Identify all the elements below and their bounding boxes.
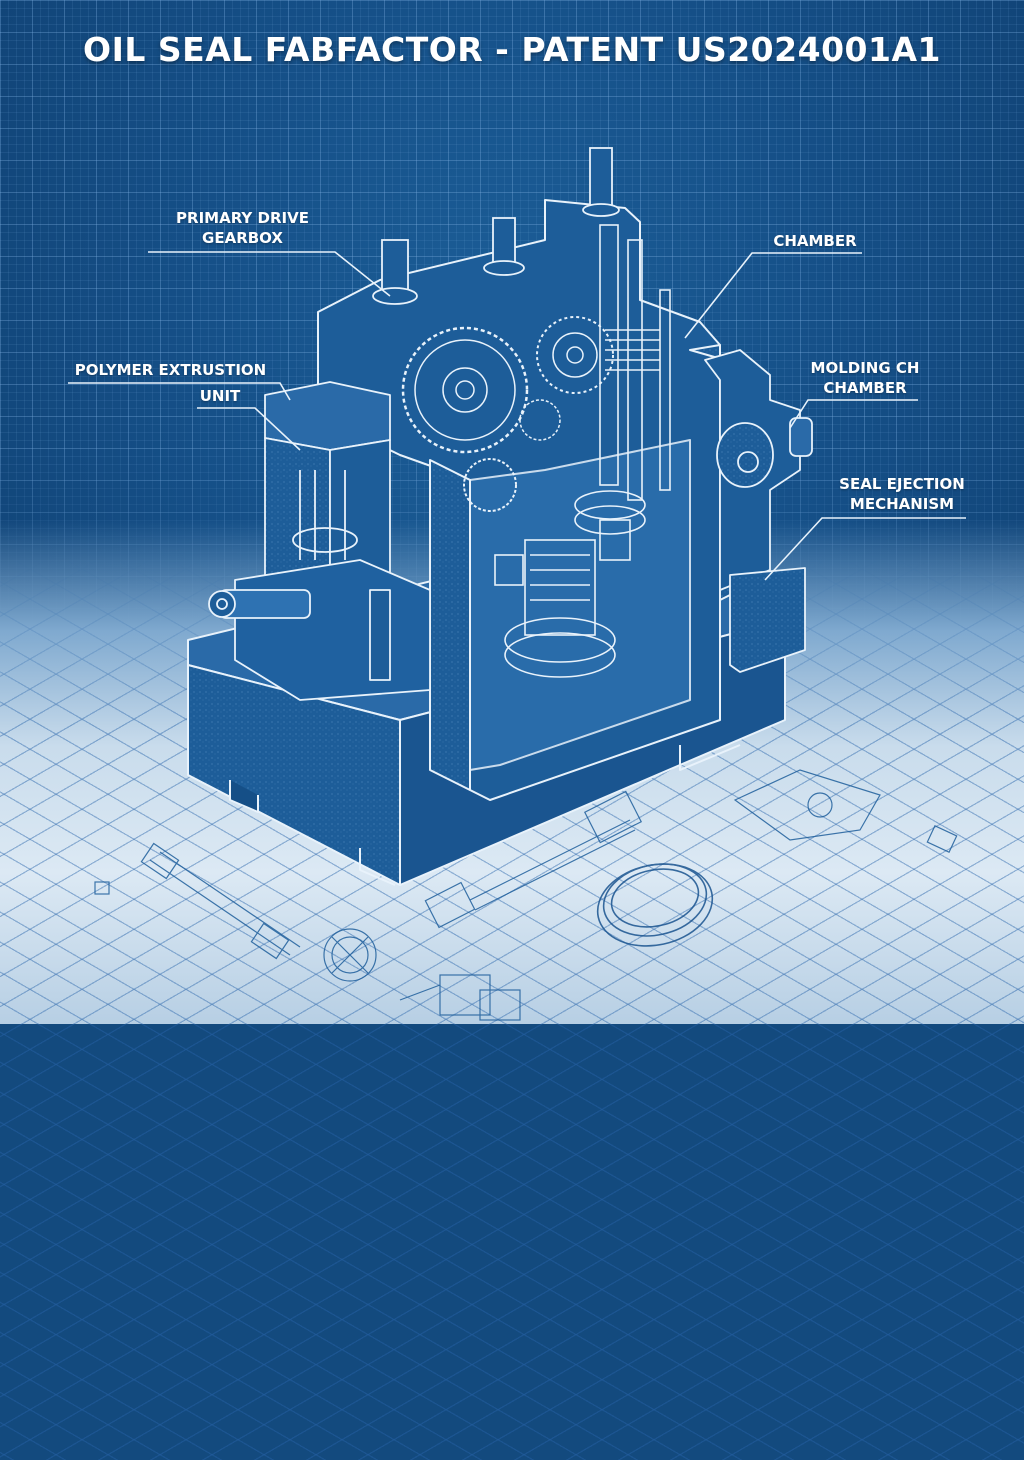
large-gear	[401, 326, 529, 454]
clamp-sketch	[733, 769, 958, 854]
gear-train	[401, 316, 614, 512]
callout-line: UNIT	[199, 387, 241, 405]
callout-leaders	[68, 251, 966, 581]
leader-chamber	[684, 252, 862, 339]
callout-line: MOLDING CH	[810, 359, 920, 377]
right-chamber-block	[704, 349, 813, 673]
callout-seal-ejection-mechanism: SEAL EJECTION MECHANISM	[832, 474, 972, 514]
machine-illustration	[68, 147, 966, 1021]
press-column	[574, 224, 671, 535]
leader-polymer-extrusion-unit-2	[197, 407, 301, 451]
top-studs	[372, 147, 620, 305]
upper-gear	[536, 316, 614, 394]
callout-molding-chamber: MOLDING CH CHAMBER	[810, 358, 920, 398]
callout-polymer-extrusion-unit-2: UNIT	[195, 386, 245, 406]
molding-die	[494, 519, 631, 678]
callout-primary-drive-gearbox: PRIMARY DRIVE GEARBOX	[155, 208, 330, 248]
bracket-sketch	[399, 974, 521, 1021]
page-title: OIL SEAL FABFACTOR - PATENT US2024001A1	[83, 30, 941, 69]
callout-chamber: CHAMBER	[768, 231, 862, 251]
leader-polymer-extrusion-unit-1	[68, 382, 291, 401]
floor-sketches	[94, 769, 958, 1021]
leader-seal-ejection-mechanism	[764, 517, 966, 581]
flange-sketch	[323, 928, 377, 982]
callout-line: MECHANISM	[849, 495, 955, 513]
callout-line: SEAL EJECTION	[839, 475, 965, 493]
oil-seal-ring	[596, 863, 714, 947]
callout-line: POLYMER EXTRUSTION	[74, 361, 267, 379]
small-gear	[463, 458, 517, 512]
callout-line: CHAMBER	[773, 232, 857, 250]
callout-line: GEARBOX	[202, 229, 283, 247]
callout-line: PRIMARY DRIVE	[176, 209, 309, 227]
callout-line: CHAMBER	[823, 379, 907, 397]
shaft-assembly-sketch	[424, 790, 643, 929]
extrusion-unit	[208, 381, 431, 701]
leader-primary-drive-gearbox	[148, 251, 391, 297]
linkage-sketch	[94, 842, 301, 960]
callout-polymer-extrusion-unit: POLYMER EXTRUSTION	[68, 360, 273, 380]
leader-molding-chamber	[789, 399, 918, 429]
